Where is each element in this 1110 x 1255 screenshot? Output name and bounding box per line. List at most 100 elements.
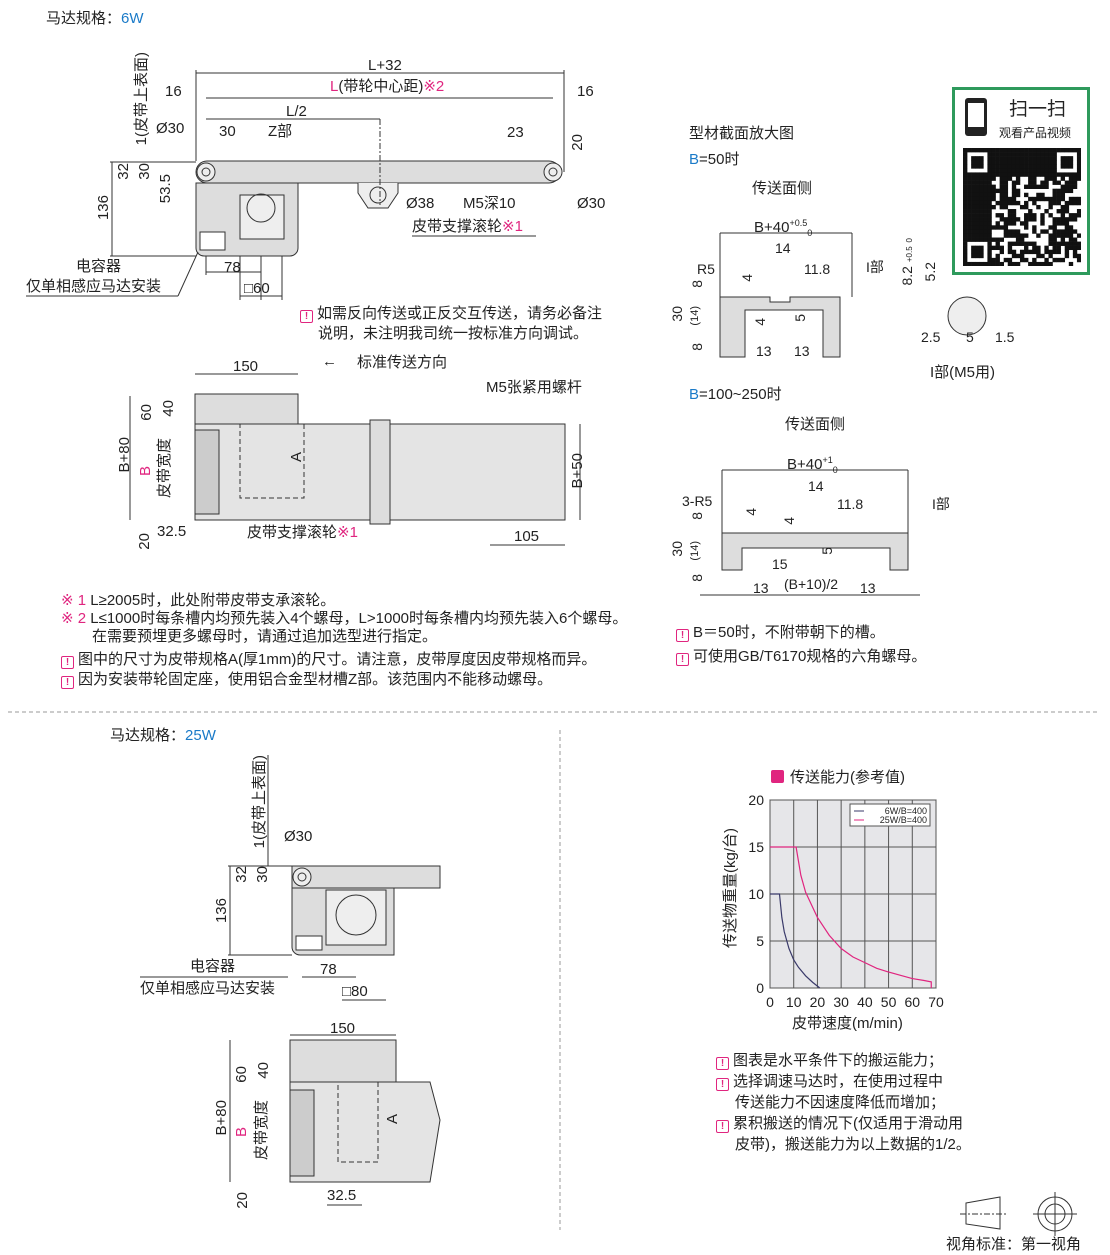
series-line [770,846,932,988]
dim-78-25w: 78 [320,961,337,978]
dim-14: 14 [775,240,791,256]
x-tick-label: 10 [786,994,802,1010]
series-line [770,893,821,989]
dim-150-25w: 150 [330,1020,356,1037]
qr-title: 扫一扫 [1009,99,1067,120]
chart-note-3: !累积搬送的情况下(仅适用于滑动用 [716,1116,963,1133]
dim-30: 30 [219,123,236,140]
note-1: ※ 1 L≥2005时，此处附带皮带支承滚轮。 [61,593,335,608]
reverse-note-line2: 说明，未注明我司统一按标准方向调试。 [318,325,589,342]
label-tension-screw: M5张紧用螺杆 [486,379,582,396]
b-rest: =100~250时 [699,386,782,403]
b-letter: B [689,151,700,168]
dim-5-detail: 5 [966,329,974,345]
note-4: !因为安装带轮固定座，使用铝合金型材槽Z部。该范围内不能移动螺母。 [61,672,552,689]
note-2-line2: 在需要预埋更多螺母时，请通过追加选型进行指定。 [92,628,438,645]
motor-spec-value: 6W [121,10,144,27]
reverse-note-line1: 如需反向传送或正反交互传送，请务必备注 [317,305,603,322]
dim-sq80: □80 [342,983,368,1000]
dim-l: L(带轮中心距)※2 [330,79,444,94]
phone-icon [965,98,987,136]
label-i-part-m5: I部(M5用) [930,364,995,381]
tol-down: 0 [832,465,838,475]
label-m5-depth: M5深10 [463,195,516,212]
roller-mark: ※1 [337,524,358,541]
dim-32-5-25w: 32.5 [327,1187,357,1204]
section-note-2: !可使用GB/T6170规格的六角螺母。 [676,649,926,666]
qr-code-box[interactable]: 扫一扫 观看产品视频 [952,87,1090,275]
legend-box [849,803,931,827]
note-text: L≤1000时每条槽内均预先装入4个螺母，L>1000时每条槽内均预先装入6个螺… [90,610,628,627]
motor-spec-label: 马达规格： [46,10,122,27]
label-conveying-face-2: 传送面侧 [785,416,846,433]
note-text: 因为安装带轮固定座，使用铝合金型材槽Z部。该范围内不能移动螺母。 [78,671,553,688]
note-text: 图表是水平条件下的搬运能力； [733,1052,944,1069]
x-tick-label: 0 [766,994,774,1010]
note-2: ※ 2 L≤1000时每条槽内均预先装入4个螺母，L>1000时每条槽内均预先装… [61,611,627,626]
dim-13-right: 13 [794,343,810,359]
dim-phi30-right: Ø30 [577,195,606,212]
reverse-note: ! 如需反向传送或正反交互传送，请务必备注 [300,306,602,323]
circle-marker-icon [771,770,784,783]
dim-1-5: 1.5 [995,329,1015,345]
dim-l-desc: (带轮中心距) [338,78,424,95]
label-b100: B=100~250时 [689,387,782,402]
chart-note-3-line2: 皮带)，搬送能力为以上数据的1/2。 [735,1136,971,1153]
x-tick-label: 60 [904,994,920,1010]
dim-l32: L+32 [368,57,402,74]
dim-23: 23 [507,124,524,141]
roller-text: 皮带支撑滚轮 [247,524,338,541]
dim-16-left: 16 [165,83,182,100]
warning-icon: ! [61,656,74,669]
dim-78: 78 [224,259,241,276]
y-tick-label: 0 [756,980,764,996]
note-text: 选择调速马达时，在使用过程中 [733,1073,944,1090]
x-tick-label: 40 [857,994,873,1010]
dim-phi30-left: Ø30 [156,120,185,137]
x-tick-label: 20 [810,994,826,1010]
note-text: 图中的尺寸为皮带规格A(厚1mm)的尺寸。请注意，皮带厚度因皮带规格而异。 [78,651,597,668]
dim-150: 150 [233,358,259,375]
motor-spec-label: 马达规格： [110,727,186,744]
chart-note-1: ! 图表是水平条件下的搬运能力； [716,1053,943,1070]
note-3: ! 图中的尺寸为皮带规格A(厚1mm)的尺寸。请注意，皮带厚度因皮带规格而异。 [61,652,596,669]
first-angle-projection-icon [960,1192,1077,1236]
dim-b40: B+40+0.50 [754,219,812,238]
motor-spec-25w: 马达规格：25W [110,728,216,743]
warning-icon: ! [300,310,313,323]
dim-13-right-2: 13 [860,580,876,596]
section-note-1: !B＝50时，不附带朝下的槽。 [676,625,885,642]
motor-spec-value: 25W [185,727,216,744]
label-b50: B=50时 [689,152,739,167]
roller-mark: ※1 [502,218,523,235]
note-text: 累积搬送的情况下(仅适用于滑动用 [733,1115,963,1132]
dim-105: 105 [514,528,540,545]
label-capacitor-25w: 电容器 [190,958,236,975]
dim-15: 15 [772,556,788,572]
warning-icon: ! [716,1057,729,1070]
note-text: B＝50时，不附带朝下的槽。 [693,624,885,641]
label-i-part: I部 [866,259,884,275]
tol-up: +0.5 [789,218,808,228]
chart-note-2: ! 选择调速马达时，在使用过程中 [716,1074,943,1091]
y-tick-label: 20 [748,792,764,808]
dim-13-left-2: 13 [753,580,769,596]
tol-up: +1 [822,455,833,465]
label-z-part: Z部 [268,123,293,140]
x-tick-label: 30 [833,994,849,1010]
note-mark: ※ 1 [61,592,87,609]
label-support-roller-top: 皮带支撑滚轮※1 [247,525,358,540]
note-text: L≥2005时，此处附带皮带支承滚轮。 [90,592,336,609]
dim-16-right: 16 [577,83,594,100]
b-rest: =50时 [699,151,740,168]
projection-label: 视角标准：第一视角 [946,1236,1082,1253]
label-capacitor-note: 仅单相感应马达安装 [26,278,162,295]
note-text: 可使用GB/T6170规格的六角螺母。 [693,648,927,665]
dim-phi38: Ø38 [406,195,435,212]
arrow-left-icon: ← [322,353,337,370]
dim-l-letter: L [330,78,339,95]
warning-icon: ! [716,1078,729,1091]
